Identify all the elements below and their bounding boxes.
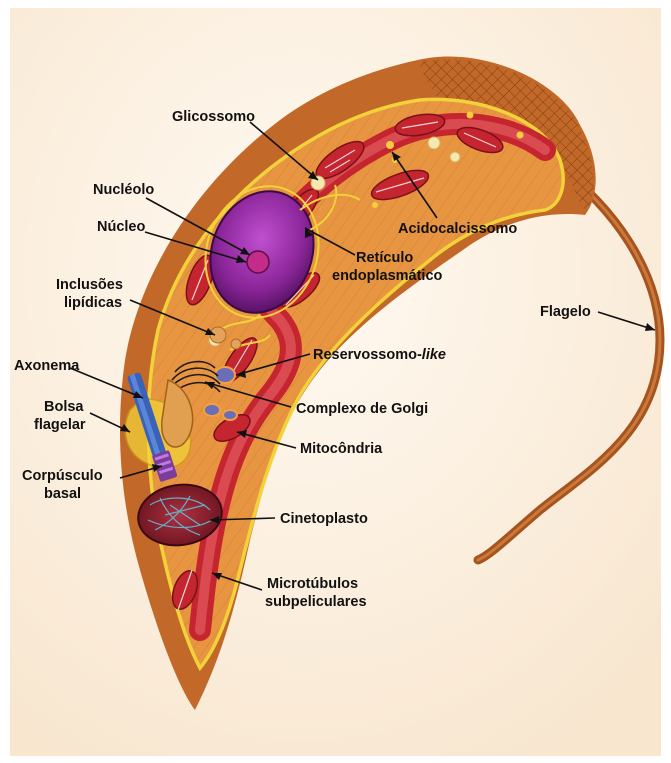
label-corpusculo-line2: basal: [44, 486, 81, 502]
label-reservossomo-italic: like: [422, 347, 446, 363]
label-mitocondria: Mitocôndria: [300, 441, 383, 457]
label-reticulo-line1: Retículo: [356, 250, 413, 266]
label-axonema: Axonema: [14, 358, 80, 374]
label-corpusculo-line1: Corpúsculo: [22, 468, 103, 484]
label-microtubulos-line1: Microtúbulos: [267, 576, 358, 592]
label-glicossomo: Glicossomo: [172, 109, 255, 125]
label-flagelo: Flagelo: [540, 304, 591, 320]
label-nucleo: Núcleo: [97, 219, 145, 235]
label-acidocalcissomo: Acidocalcissomo: [398, 221, 517, 237]
label-inclusoes-line1: Inclusões: [56, 277, 123, 293]
label-reservossomo-main: Reservossomo-: [313, 347, 422, 363]
label-bolsa-line2: flagelar: [34, 417, 86, 433]
label-reservossomo: Reservossomo-like: [313, 347, 446, 363]
label-nucleolo: Nucléolo: [93, 182, 154, 198]
label-inclusoes-line2: lipídicas: [64, 295, 122, 311]
label-bolsa-line1: Bolsa: [44, 399, 84, 415]
label-microtubulos-line2: subpeliculares: [265, 594, 367, 610]
label-cinetoplasto: Cinetoplasto: [280, 511, 368, 527]
label-golgi: Complexo de Golgi: [296, 401, 428, 417]
label-reticulo-line2: endoplasmático: [332, 268, 443, 284]
